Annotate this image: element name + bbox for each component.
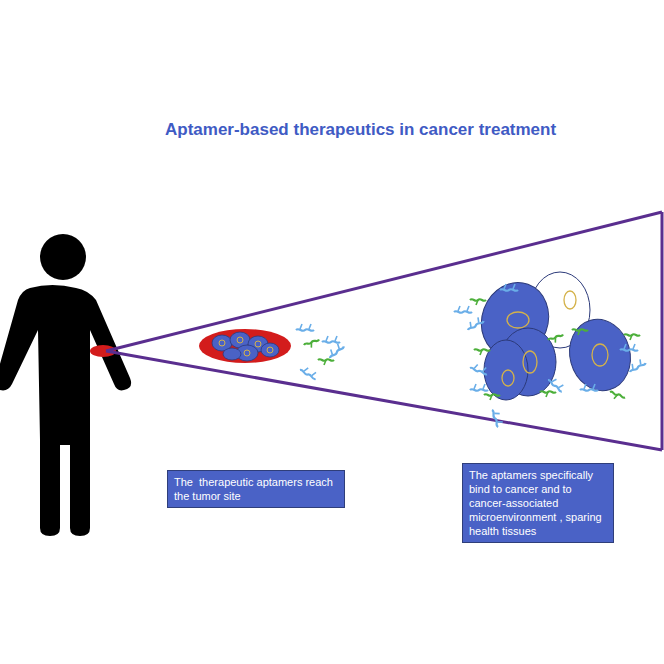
cell-nuclei	[502, 291, 608, 386]
text-box: The therapeutic aptamers reach the tumor…	[167, 470, 345, 508]
zoom-lines	[106, 212, 662, 450]
aptamers	[454, 284, 646, 427]
tumor-small	[199, 324, 344, 380]
box-text: The therapeutic aptamers reach the tumor…	[174, 475, 338, 503]
diagram-title: Aptamer-based therapeutics in cancer tre…	[165, 120, 556, 140]
person-silhouette	[0, 234, 131, 536]
text-box: The aptamers specifically bind to cancer…	[462, 463, 614, 543]
box-text: The aptamers specifically bind to cancer…	[469, 468, 607, 538]
cancer-cells	[471, 272, 638, 400]
